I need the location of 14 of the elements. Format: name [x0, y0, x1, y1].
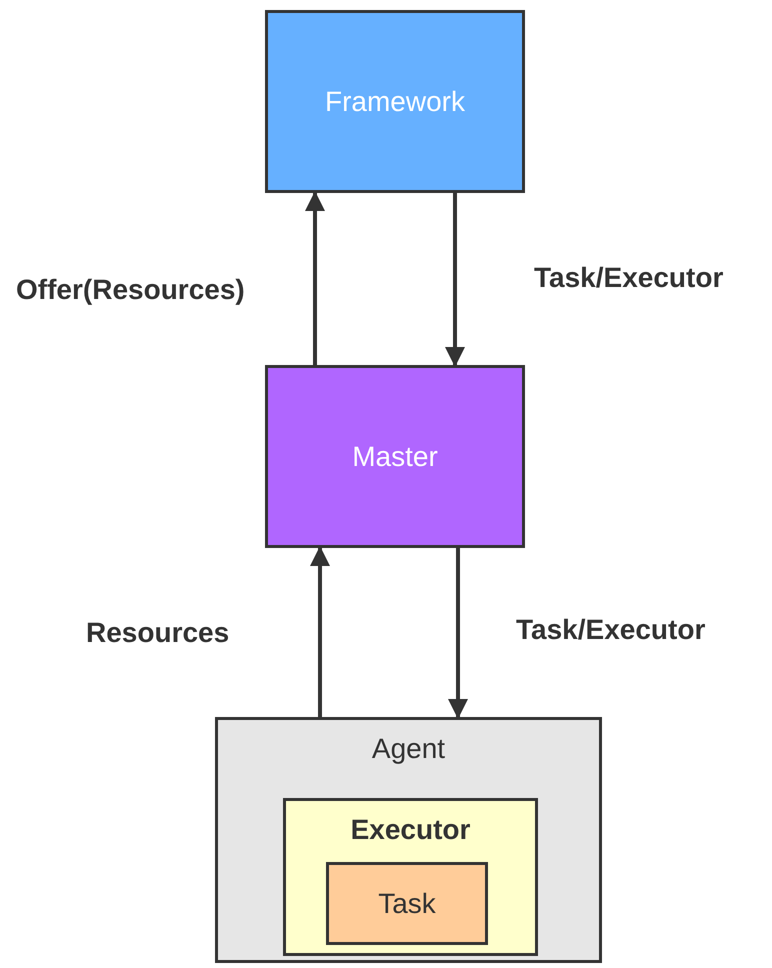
arrow	[445, 193, 465, 367]
node-label: Master	[352, 440, 438, 474]
process-box	[265, 365, 525, 548]
arrow	[310, 546, 330, 717]
process-box	[265, 10, 525, 193]
arrow	[305, 191, 325, 365]
node-label: Framework	[324, 84, 465, 118]
node-label: Agent	[372, 732, 446, 766]
process-box	[326, 862, 488, 945]
arrow	[448, 548, 468, 719]
node-label: Executor	[350, 813, 470, 847]
process-box	[215, 717, 602, 963]
node-label: Task	[378, 886, 436, 920]
process-box	[283, 798, 538, 956]
